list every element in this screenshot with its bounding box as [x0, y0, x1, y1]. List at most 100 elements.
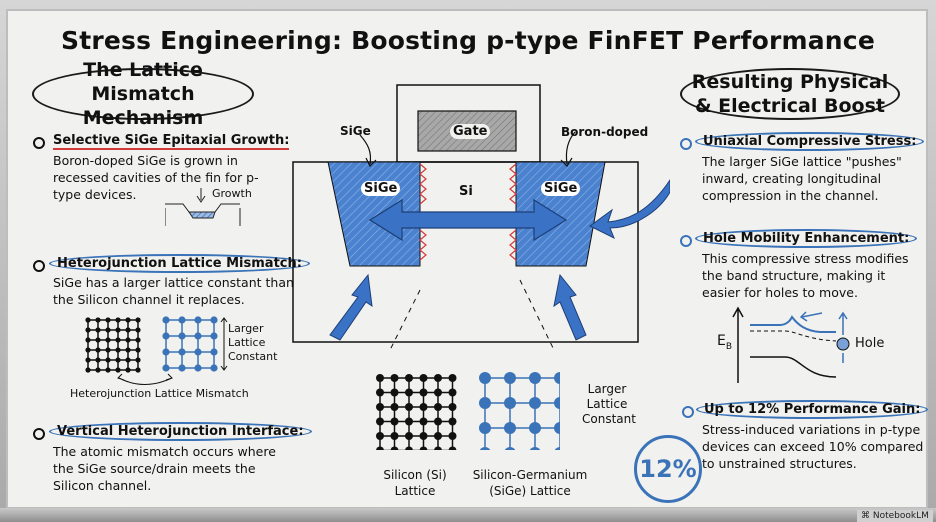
item-title-interface: Vertical Heterojunction Interface: — [49, 422, 312, 441]
axis-subscript: B — [725, 341, 733, 352]
lattice-atom — [95, 357, 101, 363]
item-title-performance: Up to 12% Performance Gain: — [696, 400, 929, 419]
lattice-atom — [554, 447, 560, 450]
lattice-atom — [405, 417, 413, 426]
larger-lattice-label: Larger Lattice Constant — [228, 322, 278, 363]
lattice-atom — [434, 417, 442, 426]
lattice-atom — [529, 372, 541, 384]
lattice-atom — [419, 374, 428, 382]
dimension-arrow-icon — [220, 317, 228, 371]
sige-lattice-label: Silicon-Germanium (SiGe) Lattice — [472, 468, 588, 498]
bullet-icon — [33, 260, 45, 272]
right-sige-region — [515, 161, 606, 267]
bullet-icon — [680, 235, 692, 247]
page-title: Stress Engineering: Boosting p-type FinF… — [61, 26, 875, 55]
lattice-atom — [135, 317, 141, 323]
lattice-atom — [105, 357, 111, 363]
lattice-atom — [448, 403, 457, 411]
sige-callout: SiGe — [340, 124, 371, 138]
lattice-atom — [135, 337, 141, 343]
small-lattice-diagram — [85, 316, 228, 385]
sige-callout-arrow — [359, 134, 377, 168]
item-body-epitaxial: Boron-doped SiGe is grown in recessed ca… — [53, 153, 259, 202]
lattice-atom — [162, 364, 170, 372]
lattice-atom — [479, 372, 491, 384]
lattice-atom — [376, 432, 384, 440]
item-body-lattice-mismatch: SiGe has a larger lattice constant than … — [53, 275, 294, 307]
performance-badge: 12% — [634, 435, 702, 503]
lattice-atom — [125, 337, 131, 343]
lattice-atom — [504, 397, 516, 409]
lattice-atom — [405, 403, 413, 411]
lattice-atom — [210, 348, 218, 356]
mismatch-arrow-icon — [117, 373, 173, 385]
lattice-atom — [115, 367, 121, 373]
valence-band-line — [750, 315, 836, 333]
interface-zigzag-left — [419, 163, 427, 261]
lattice-atom — [178, 364, 186, 372]
lattice-atom — [194, 332, 202, 340]
lattice-atom — [95, 327, 101, 333]
lattice-atom — [105, 327, 111, 333]
lattice-atom — [125, 367, 131, 373]
lattice-atom — [479, 447, 491, 450]
lattice-atom — [419, 432, 428, 440]
sige-small-lattice — [162, 316, 218, 372]
lattice-atom — [390, 403, 399, 411]
lattice-atom — [194, 348, 202, 356]
arrow-left-icon — [799, 311, 823, 322]
lattice-atom — [504, 447, 516, 450]
lattice-atom — [194, 316, 202, 324]
lattice-atom — [178, 348, 186, 356]
left-sige-label: SiGe — [361, 181, 401, 196]
hole-icon — [836, 337, 850, 351]
energy-axis — [732, 306, 744, 383]
lattice-atom — [210, 364, 218, 372]
lattice-atom — [115, 317, 121, 323]
lattice-atom — [85, 337, 91, 343]
lattice-atom — [105, 347, 111, 353]
mismatch-caption: Heterojunction Lattice Mismatch — [70, 387, 249, 400]
lattice-atom — [419, 388, 428, 397]
lattice-atom — [95, 317, 101, 323]
item-title-lattice-mismatch: Heterojunction Lattice Mismatch: — [49, 254, 310, 273]
lattice-atom — [554, 397, 560, 409]
item-title-mobility: Hole Mobility Enhancement: — [695, 229, 918, 248]
lattice-atom — [434, 388, 442, 397]
lattice-atom — [390, 432, 399, 440]
lattice-atom — [95, 347, 101, 353]
lattice-atom — [419, 403, 428, 411]
lattice-atom — [115, 337, 121, 343]
lattice-atom — [135, 347, 141, 353]
growth-sketch — [165, 188, 241, 226]
energy-axis-label: EB — [717, 333, 732, 352]
lattice-atom — [504, 372, 516, 384]
double-arrow-icon — [368, 198, 568, 242]
lattice-atom — [448, 417, 457, 426]
item-title-epitaxial: Selective SiGe Epitaxial Growth: — [53, 133, 290, 150]
lattice-atom — [448, 432, 457, 440]
lattice-atom — [434, 446, 442, 450]
lattice-atom — [85, 347, 91, 353]
bullet-icon — [33, 428, 45, 440]
lattice-atom — [125, 327, 131, 333]
right-heading: Resulting Physical & Electrical Boost — [680, 68, 900, 120]
dashed-band-line — [750, 330, 837, 342]
brand-label: NotebookLM — [872, 511, 929, 521]
band-diagram — [732, 306, 850, 383]
interface-zigzag-right — [509, 163, 517, 261]
si-lattice-label: Silicon (Si) Lattice — [383, 468, 447, 498]
lattice-atom — [376, 374, 384, 382]
lattice-atom — [135, 367, 141, 373]
right-sige-label: SiGe — [541, 181, 581, 196]
lattice-atom — [85, 367, 91, 373]
lattice-atom — [390, 446, 399, 450]
axis-letter: E — [717, 333, 726, 349]
lattice-atom — [194, 364, 202, 372]
finfet-diagram — [292, 84, 670, 350]
lattice-atom — [376, 403, 384, 411]
lattice-atom — [210, 316, 218, 324]
item-body-compressive: The larger SiGe lattice "pushes" inward,… — [702, 154, 902, 203]
sige-fill — [188, 211, 216, 219]
gate-label: Gate — [450, 124, 491, 139]
